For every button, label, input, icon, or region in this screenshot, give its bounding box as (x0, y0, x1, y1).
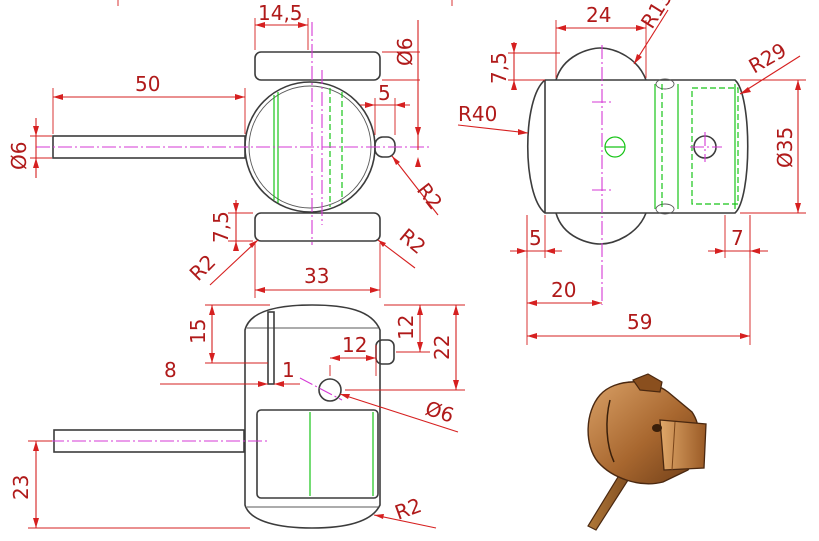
dim-24: 24 (586, 3, 611, 27)
top-view: 15 12 22 12 8 1 Ø6 (9, 304, 465, 529)
dim-12-horizontal: 12 (342, 333, 367, 357)
dim-22: 22 (430, 335, 454, 360)
dim-14-5: 14,5 (258, 1, 303, 25)
dim-r40: R40 (458, 102, 497, 126)
front-view: 14,5 50 Ø6 Ø6 5 R2 (7, 1, 447, 298)
front-bottom-block (254, 212, 381, 242)
dim-50: 50 (135, 72, 160, 96)
top-edge-marks (117, 0, 453, 6)
dim-5-front: 5 (378, 81, 391, 105)
dim-dia35: Ø35 (773, 127, 797, 168)
top-peg (375, 339, 395, 365)
dim-7-side: 7 (731, 226, 744, 250)
dim-r2-bottom-right: R2 (395, 223, 431, 258)
dim-15: 15 (186, 319, 210, 344)
dim-r2-right: R2 (412, 178, 447, 214)
dim-dia6-right: Ø6 (393, 38, 417, 66)
side-body (527, 79, 749, 214)
dim-dia6-left: Ø6 (7, 142, 31, 170)
side-view: 24 R13 7,5 R29 R40 Ø35 5 (457, 0, 806, 345)
dim-20: 20 (551, 278, 576, 302)
dim-1: 1 (282, 358, 295, 382)
front-top-block (254, 51, 381, 81)
top-head (244, 304, 381, 529)
mallet-icon (587, 373, 707, 531)
dim-59: 59 (627, 310, 652, 334)
dim-7-5-front: 7,5 (209, 211, 233, 243)
dim-dia6-top: Ø6 (422, 396, 456, 428)
dim-33: 33 (304, 264, 329, 288)
dim-12-vertical: 12 (394, 315, 418, 340)
dim-23: 23 (9, 475, 33, 500)
dim-5-side: 5 (529, 226, 542, 250)
dim-7-5-side: 7,5 (487, 52, 511, 84)
dim-r29: R29 (745, 38, 791, 78)
dim-8: 8 (164, 358, 177, 382)
top-block (256, 409, 379, 499)
